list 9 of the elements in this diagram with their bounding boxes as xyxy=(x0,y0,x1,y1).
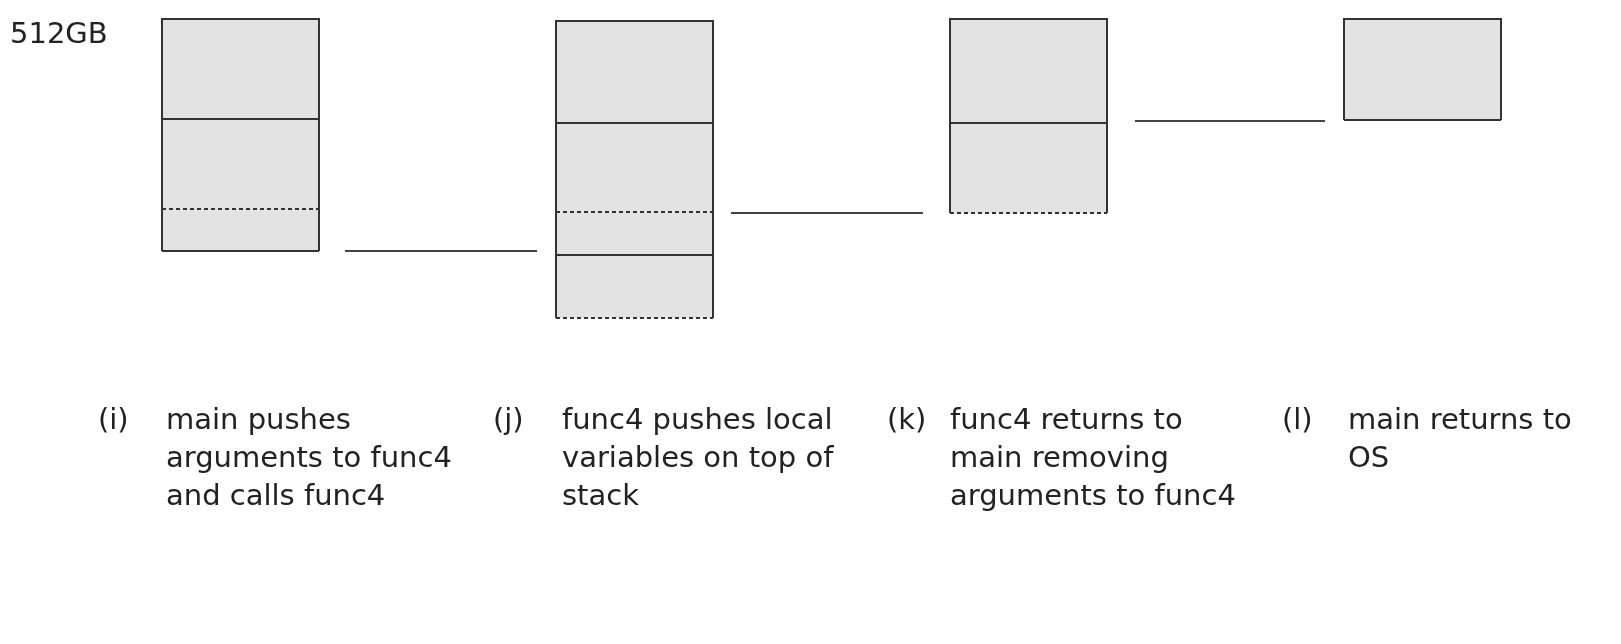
step-marker: (k) xyxy=(887,401,927,438)
step-description: func4 pushes local variables on top of stack xyxy=(562,401,835,514)
memory-size-label: 512GB xyxy=(10,15,108,52)
step-description: func4 returns to main removing arguments to func4 xyxy=(950,401,1237,514)
step-marker: (i) xyxy=(98,401,129,438)
step-marker: (j) xyxy=(493,401,524,438)
step-description: main returns to OS xyxy=(1348,401,1573,476)
step-description: main pushes arguments to func4 and calls func4 xyxy=(166,401,453,514)
step-marker: (l) xyxy=(1282,401,1313,438)
